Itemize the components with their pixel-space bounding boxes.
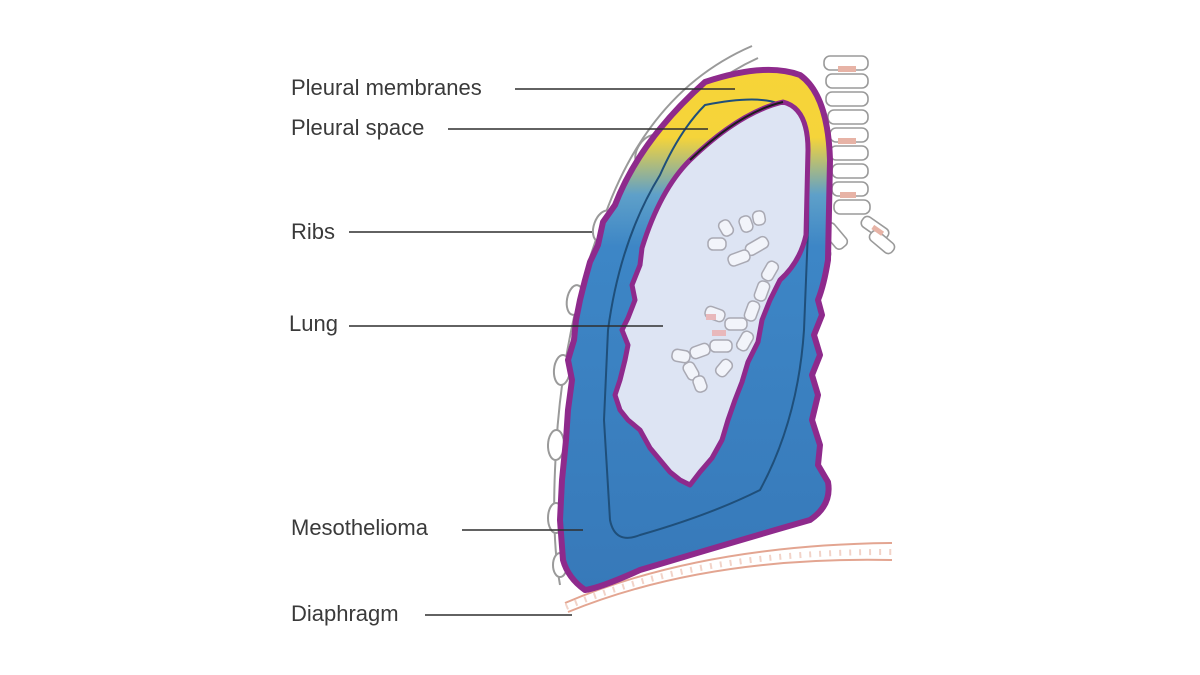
- label-pleural-membranes-text: Pleural membranes: [291, 75, 482, 100]
- label-lung: Lung: [289, 311, 663, 336]
- label-diaphragm-text: Diaphragm: [291, 601, 399, 626]
- label-mesothelioma-text: Mesothelioma: [291, 515, 429, 540]
- label-mesothelioma: Mesothelioma: [291, 515, 583, 540]
- lung-outline-inner: [689, 101, 784, 161]
- bronchi-shape: [671, 210, 780, 393]
- label-ribs: Ribs: [291, 219, 592, 244]
- label-pleural-space: Pleural space: [291, 115, 708, 140]
- label-lung-text: Lung: [289, 311, 338, 336]
- label-ribs-text: Ribs: [291, 219, 335, 244]
- label-pleural-membranes: Pleural membranes: [291, 75, 735, 100]
- label-pleural-space-text: Pleural space: [291, 115, 424, 140]
- label-diaphragm: Diaphragm: [291, 601, 572, 626]
